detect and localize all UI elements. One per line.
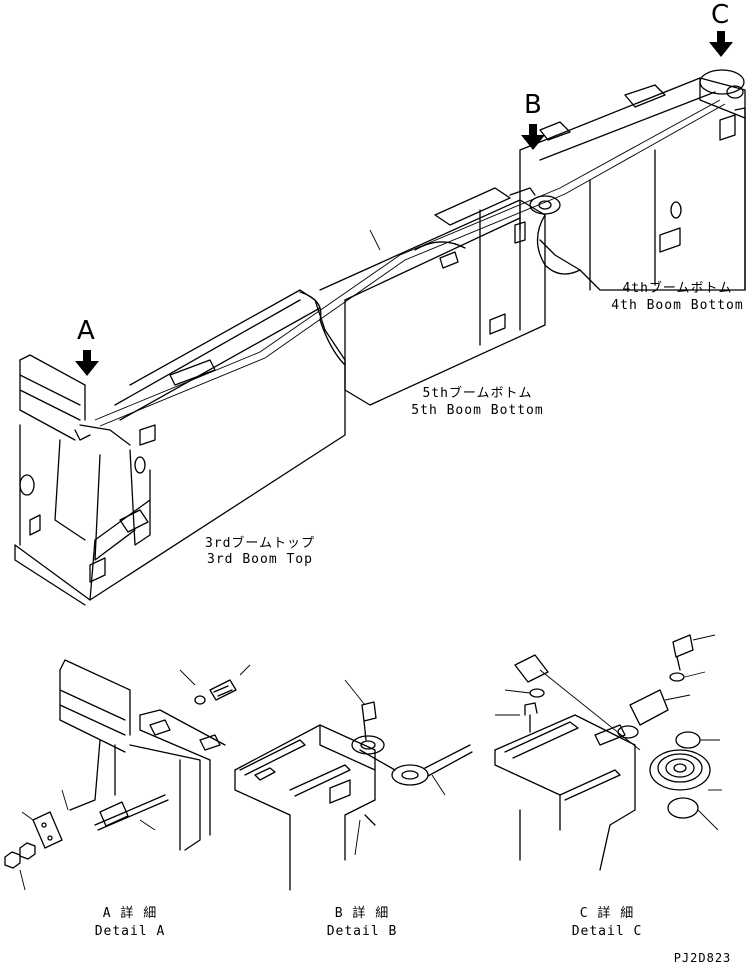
label-5th-boom-jp: 5thブームボトム — [422, 386, 533, 401]
detail-a-title-jp: A 詳 細 — [102, 906, 158, 921]
arrow-a-icon — [75, 350, 99, 376]
detail-a-drawing — [4, 659, 251, 891]
label-3rd-boom-jp: 3rdブームトップ — [204, 536, 316, 551]
arrow-c-icon — [709, 31, 733, 57]
detail-b-drawing — [234, 679, 473, 891]
callout-c: C — [711, 0, 730, 30]
callout-b: B — [524, 90, 542, 120]
detail-c-title-en: Detail C — [571, 924, 643, 939]
label-5th-boom-en: 5th Boom Bottom — [411, 403, 544, 418]
drawing-code: PJ2D823 — [673, 951, 732, 965]
fourth-boom — [519, 69, 746, 291]
wire-rope — [94, 99, 721, 421]
callout-a: A — [77, 316, 95, 346]
detail-c-drawing — [494, 634, 722, 871]
detail-c-title-jp: C 詳 細 — [579, 906, 635, 921]
detail-b-title-jp: B 詳 細 — [334, 906, 390, 921]
label-4th-boom-jp: 4thブームボトム — [622, 281, 733, 296]
label-4th-boom-en: 4th Boom Bottom — [611, 298, 744, 313]
detail-b-title-en: Detail B — [326, 924, 398, 939]
break-line — [299, 291, 346, 366]
detail-a-title-en: Detail A — [94, 924, 166, 939]
fifth-boom — [319, 187, 561, 406]
third-boom — [14, 289, 346, 606]
label-3rd-boom-en: 3rd Boom Top — [207, 552, 313, 567]
arrow-b-icon — [521, 124, 545, 150]
